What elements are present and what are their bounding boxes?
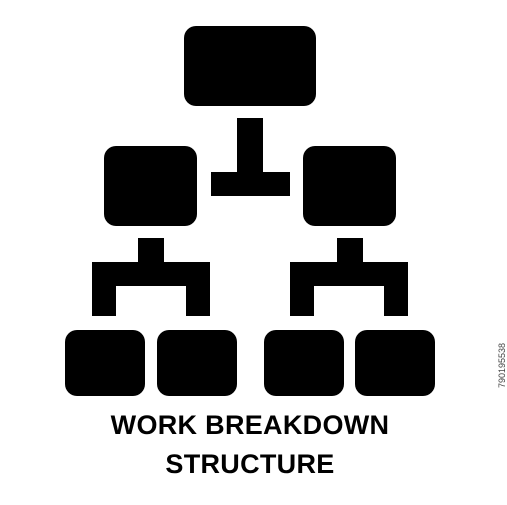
connector-top-stem — [237, 118, 263, 176]
connector-right-leg-a — [290, 262, 314, 316]
leaf-node-3 — [264, 330, 344, 396]
leaf-node-2 — [157, 330, 237, 396]
mid-node-left — [104, 146, 197, 226]
stock-id-label: 790195538 — [497, 342, 507, 388]
leaf-node-1 — [65, 330, 145, 396]
top-node — [184, 26, 316, 106]
mid-node-right — [303, 146, 396, 226]
connector-left-leg-a — [92, 262, 116, 316]
connector-right-leg-b — [384, 262, 408, 316]
connector-left-leg-b — [186, 262, 210, 316]
leaf-node-4 — [355, 330, 435, 396]
caption-line-1: WORK BREAKDOWN — [110, 410, 390, 440]
work-breakdown-structure-icon — [65, 26, 435, 396]
caption-line-2: STRUCTURE — [165, 449, 335, 479]
connector-top-bar — [211, 172, 290, 196]
